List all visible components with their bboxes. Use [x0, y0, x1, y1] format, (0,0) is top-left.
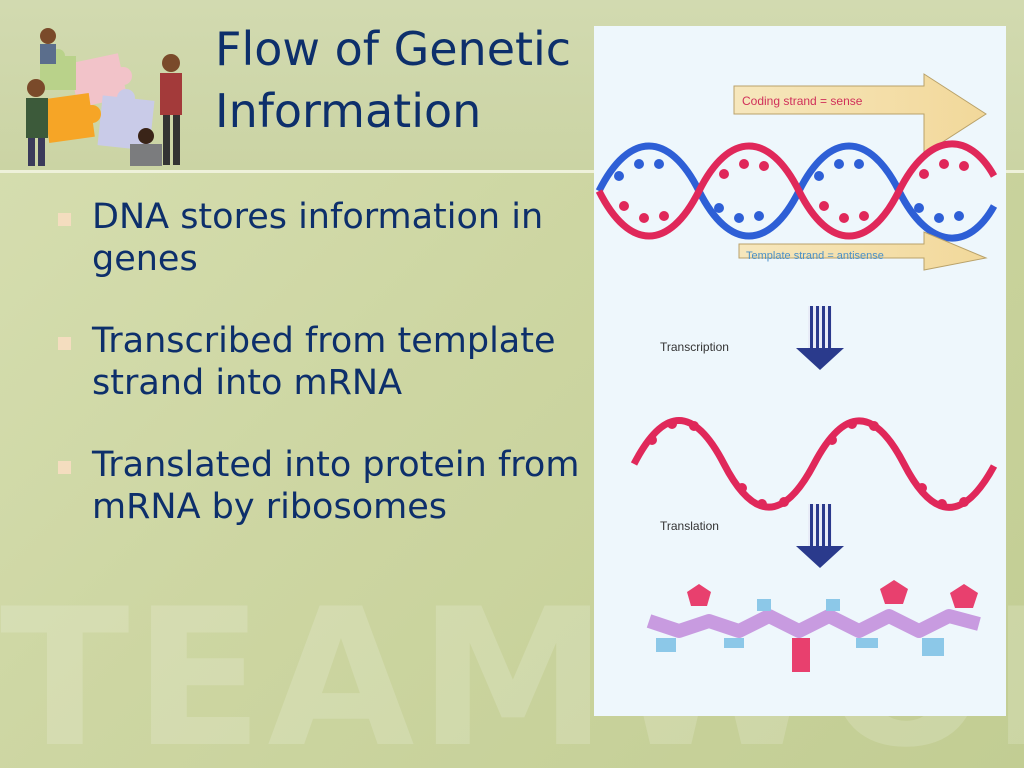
bullet-square-icon — [58, 337, 71, 350]
transcription-label: Transcription — [660, 340, 729, 354]
bullet-text: DNA stores information in genes — [92, 197, 544, 279]
title-line-1: Flow of Genetic — [215, 22, 572, 76]
bullet-item: Transcribed from template strand into mR… — [52, 320, 592, 404]
coding-strand-label: Coding strand = sense — [742, 94, 863, 108]
bullet-text: Transcribed from template strand into mR… — [92, 321, 556, 403]
template-strand-arrow — [738, 231, 988, 271]
bullet-square-icon — [58, 461, 71, 474]
bullet-item: Translated into protein from mRNA by rib… — [52, 444, 592, 528]
translation-down-arrow-icon — [796, 504, 844, 568]
bullet-square-icon — [58, 213, 71, 226]
transcription-down-arrow-icon — [796, 306, 844, 370]
template-strand-label: Template strand = antisense — [746, 250, 884, 262]
title-line-2: Information — [215, 84, 482, 138]
bullet-item: DNA stores information in genes — [52, 196, 592, 280]
protein-chain — [646, 580, 981, 672]
teamwork-puzzle-clipart — [26, 28, 182, 166]
mrna-strand — [630, 417, 998, 511]
dna-double-helix — [595, 140, 998, 242]
coding-strand-arrow — [733, 73, 987, 155]
bullet-text: Translated into protein from mRNA by rib… — [92, 445, 580, 527]
slide-title: Flow of Genetic Information — [215, 18, 615, 142]
translation-label: Translation — [660, 519, 719, 533]
genetic-flow-figure: Coding strand = sense — [594, 26, 1006, 716]
title-divider — [0, 170, 1024, 173]
bullet-list: DNA stores information in genes Transcri… — [52, 196, 592, 568]
